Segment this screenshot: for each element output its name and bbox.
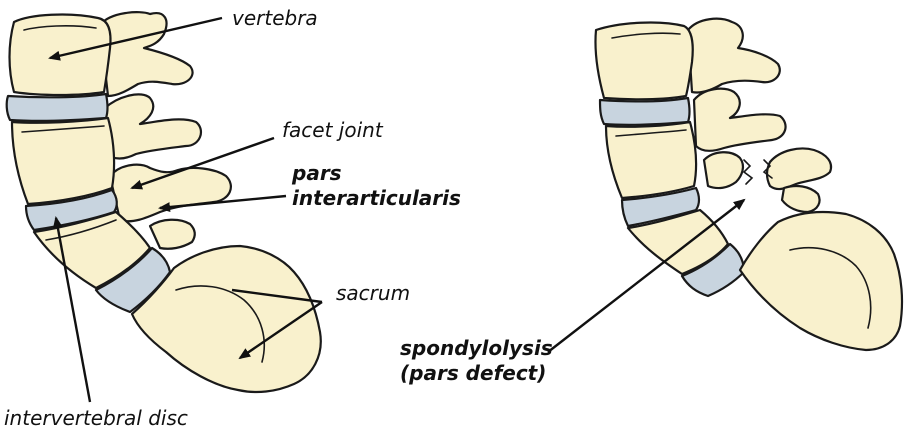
pars-interarticularis-label-line2: interarticularis <box>292 186 461 210</box>
vertebra-label: vertebra <box>232 6 318 30</box>
spondylolysis-label-line1: spondylolysis <box>400 336 553 360</box>
pars-interarticularis-label-line1: pars <box>292 161 342 185</box>
right-middle-posterior-process <box>694 89 786 151</box>
right-l5-posterior-process <box>782 186 820 212</box>
pars-fracture-mark <box>744 160 752 184</box>
right-disc-1 <box>600 98 690 125</box>
l5-posterior-process <box>150 220 195 249</box>
spondylolysis-label-line2: (pars defect) <box>400 361 546 385</box>
upper-posterior-process <box>100 12 193 96</box>
spondylolysis-spine <box>595 19 902 350</box>
detached-lamina <box>767 149 831 190</box>
facet-joint-label: facet joint <box>282 118 383 142</box>
right-lower-posterior-process <box>704 152 743 188</box>
intervertebral-disc-label: intervertebral disc <box>4 406 188 430</box>
middle-posterior-process <box>105 94 201 158</box>
right-upper-posterior-process <box>688 19 780 93</box>
disc-1 <box>7 94 108 121</box>
right-sacrum-bone <box>740 212 902 350</box>
sacrum-label: sacrum <box>336 281 410 305</box>
